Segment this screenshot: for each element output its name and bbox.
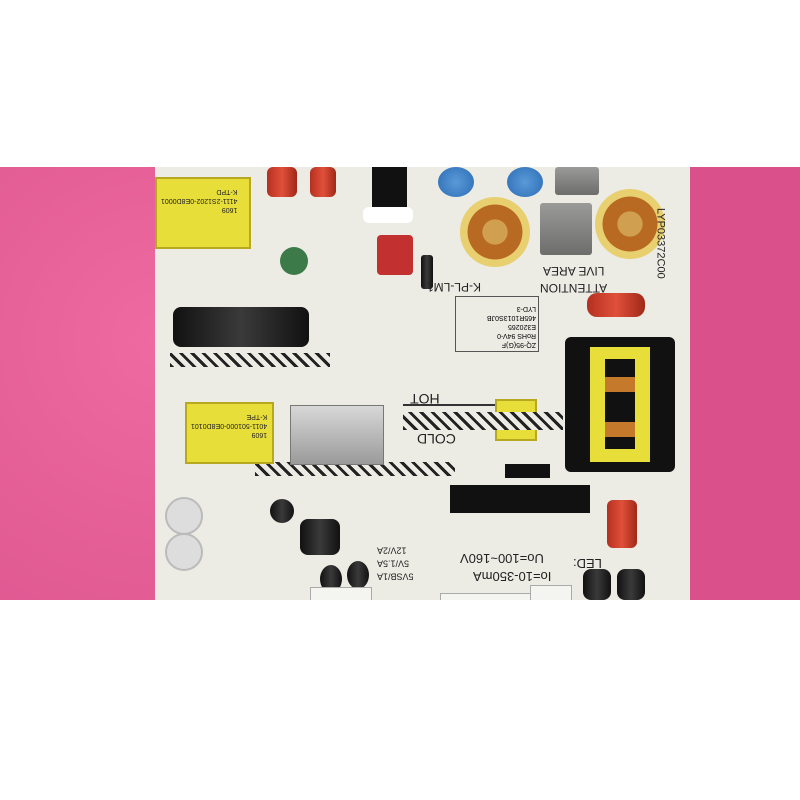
capacitor xyxy=(607,500,637,548)
transistor-socket xyxy=(363,207,413,223)
cert-line: E320265 xyxy=(507,323,536,330)
label-patch xyxy=(505,464,550,478)
power-supply-board: 1609 4111-2S1202-0E8D0001 K-TPD LYP03372… xyxy=(155,167,690,600)
common-mode-choke xyxy=(555,167,599,195)
isolation-line xyxy=(403,404,495,406)
power-transistor xyxy=(372,167,407,207)
hatched-zone xyxy=(170,353,330,367)
capacitor-blue xyxy=(507,167,543,197)
output-12v: 12V/2A xyxy=(377,545,407,556)
capacitor-white xyxy=(165,497,203,535)
capacitor xyxy=(320,565,342,593)
capacitor xyxy=(421,255,433,289)
capacitor xyxy=(617,569,645,600)
cert-line: LYD-3 xyxy=(516,305,536,312)
connector xyxy=(530,585,572,600)
capacitor-blue xyxy=(438,167,474,197)
cert-line: ZQ-95(G)F xyxy=(501,341,536,348)
model-number: LYP03372C00 xyxy=(654,207,667,279)
transformer-code: 4011-501000-0E8D0101 xyxy=(191,422,268,429)
led-voltage: Uo=100~160V xyxy=(460,550,544,566)
inductor-coil xyxy=(595,189,665,259)
output-5v: 5V/1.5A xyxy=(377,558,410,569)
inductor xyxy=(300,519,340,555)
transformer-k-tpd: 1609 4111-2S1202-0E8D0001 K-TPD xyxy=(155,177,251,249)
common-mode-choke xyxy=(540,203,592,255)
transformer-label: K-TPD xyxy=(216,188,238,195)
led-label: LED: xyxy=(573,555,602,571)
bulk-capacitor xyxy=(173,307,309,347)
hot-label: HOT xyxy=(410,391,440,408)
main-transformer xyxy=(565,337,675,472)
part-label: K-PL-LM1 xyxy=(427,279,482,294)
isolation-barrier xyxy=(403,412,563,430)
label-patch xyxy=(450,485,590,513)
capacitor xyxy=(587,293,645,317)
isolation-barrier xyxy=(255,462,455,476)
capacitor xyxy=(267,167,297,197)
output-connector xyxy=(310,587,372,600)
transformer-code: 4111-2S1202-0E8D0001 xyxy=(161,197,238,204)
transformer-date: 1609 xyxy=(251,431,268,438)
cold-label: COLD xyxy=(417,431,456,448)
capacitor xyxy=(583,569,611,600)
red-transistor-holder xyxy=(377,235,413,275)
attention-label: ATTENTION xyxy=(540,280,608,295)
heatsink xyxy=(290,405,384,465)
cert-line: 465R1013S0JB xyxy=(486,314,536,321)
cert-line: RoHS 94V-0 xyxy=(497,332,536,339)
live-area-label: LIVE AREA xyxy=(543,263,605,278)
capacitor xyxy=(270,499,294,523)
transformer-label: K-TPE xyxy=(246,413,268,420)
capacitor-white xyxy=(165,533,203,571)
capacitor xyxy=(310,167,336,197)
varistor xyxy=(280,247,308,275)
output-5vsb: 5VSB/1A xyxy=(377,571,414,582)
certification-block: ZQ-95(G)F RoHS 94V-0 E320265 465R1013S0J… xyxy=(455,296,539,352)
transformer-date: 1609 xyxy=(221,206,238,213)
inductor-coil xyxy=(460,197,530,267)
led-current: Io=10-350mA xyxy=(473,568,552,584)
transformer-k-tpe: 1609 4011-501000-0E8D0101 K-TPE xyxy=(185,402,274,464)
capacitor xyxy=(347,561,369,589)
